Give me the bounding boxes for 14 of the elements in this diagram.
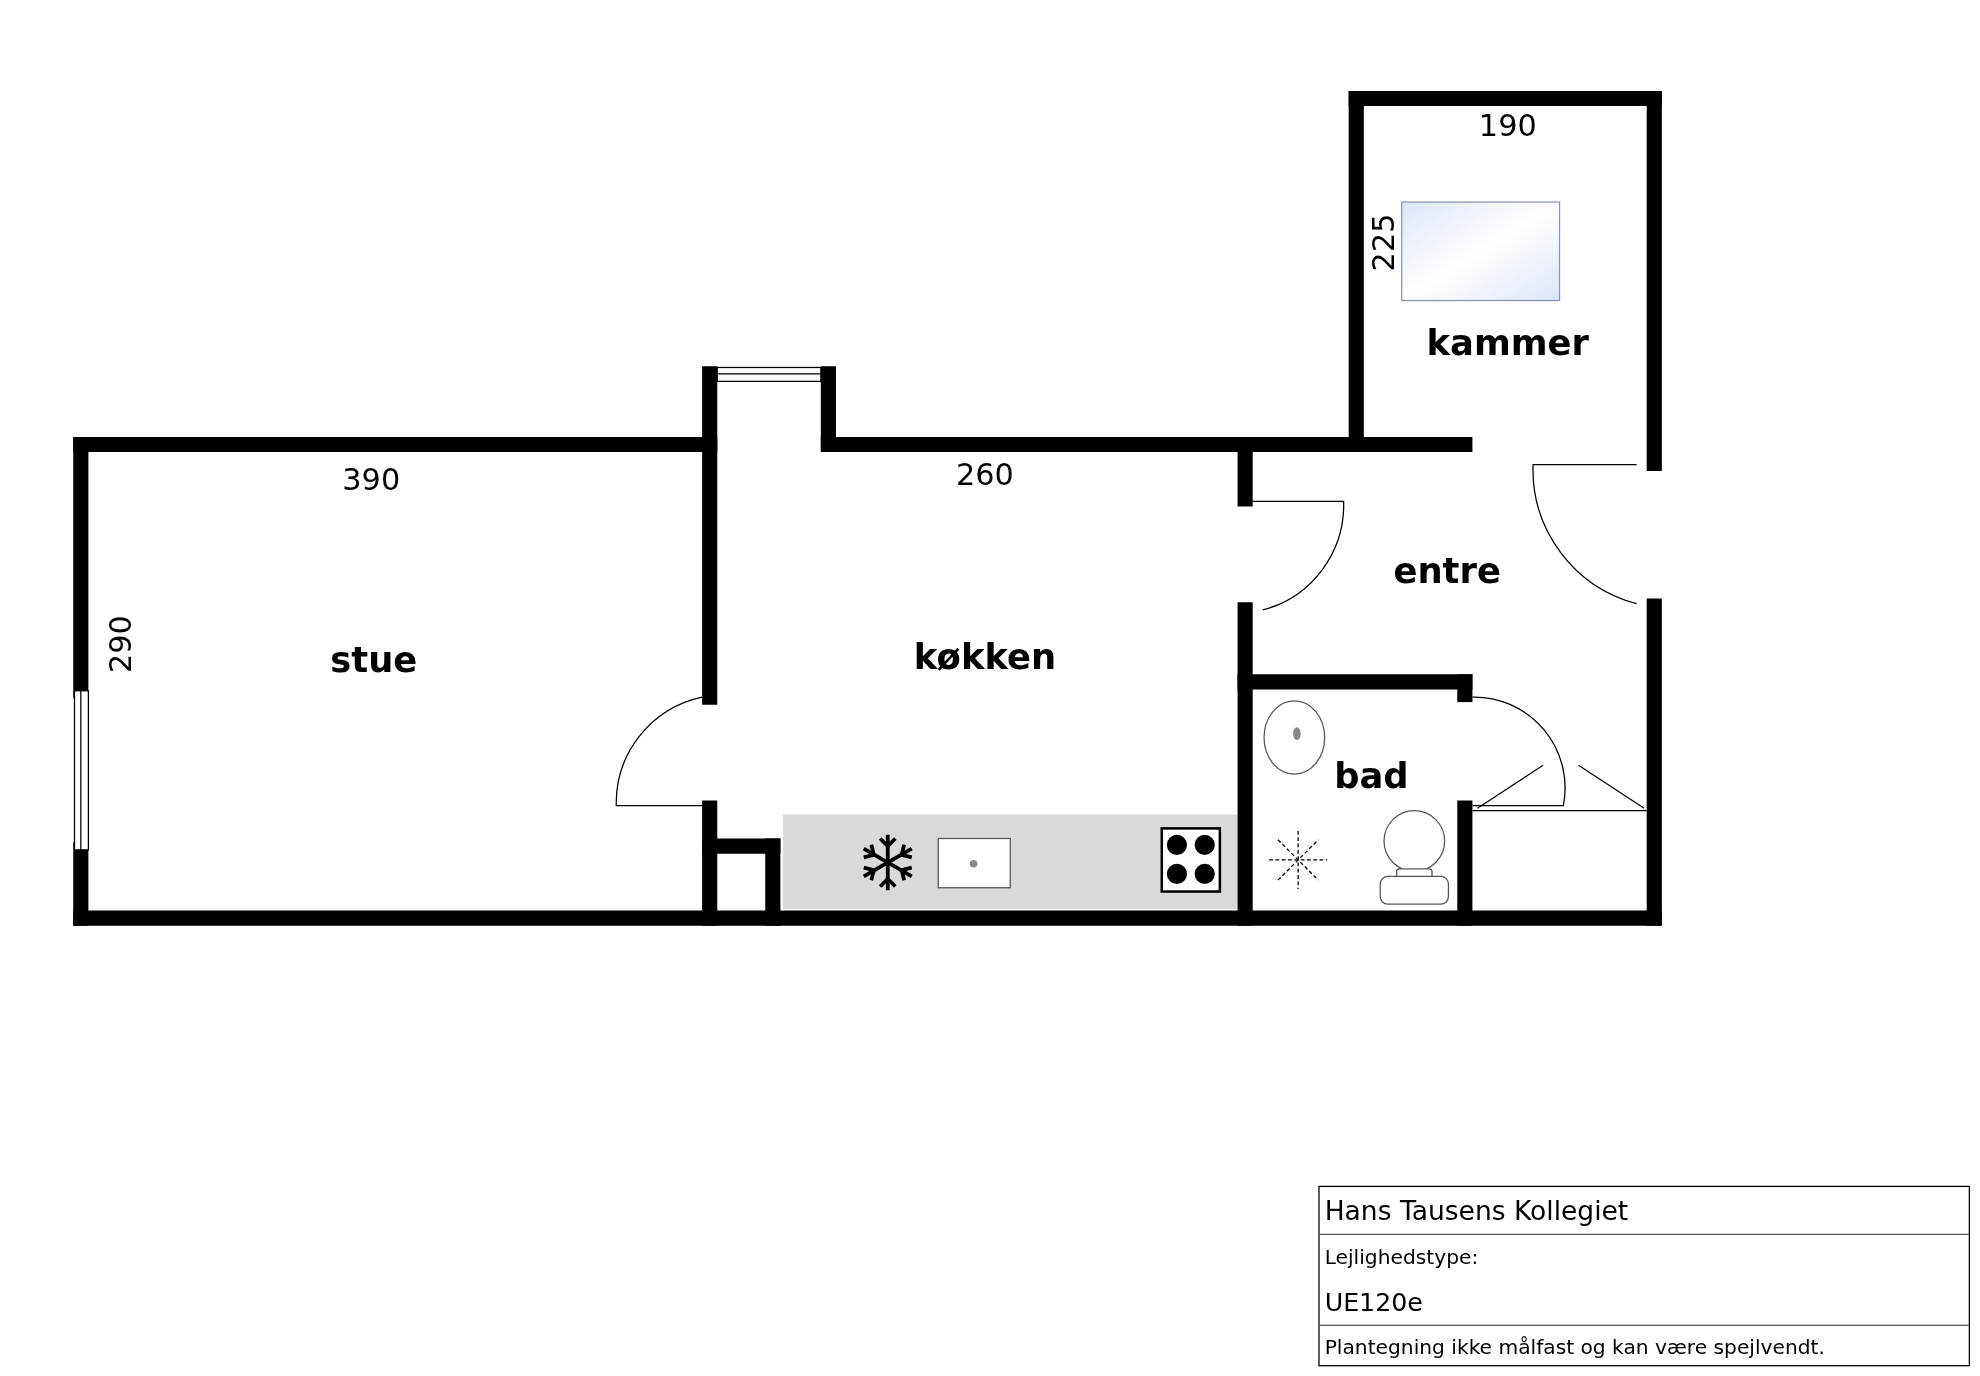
dimension-text: 290	[106, 615, 137, 673]
note-text: Plantegning ikke målfast og kan være spejlvendt.	[1324, 1334, 1825, 1359]
room-label: entre	[1393, 554, 1501, 590]
field-value: UE120e	[1324, 1286, 1423, 1318]
room-label: bad	[1334, 758, 1409, 795]
field-caption: Lejlighedstype:	[1324, 1245, 1479, 1270]
room-label: stue	[330, 642, 418, 679]
title-text: Hans Tausens Kollegiet	[1324, 1195, 1629, 1226]
dimension-text: 225	[1368, 213, 1400, 272]
dimension-text: 390	[342, 464, 401, 495]
room-label: køkken	[913, 640, 1057, 676]
room-label: kammer	[1426, 325, 1590, 362]
dimension-text: 260	[956, 459, 1014, 490]
dimension-text: 190	[1478, 111, 1537, 142]
